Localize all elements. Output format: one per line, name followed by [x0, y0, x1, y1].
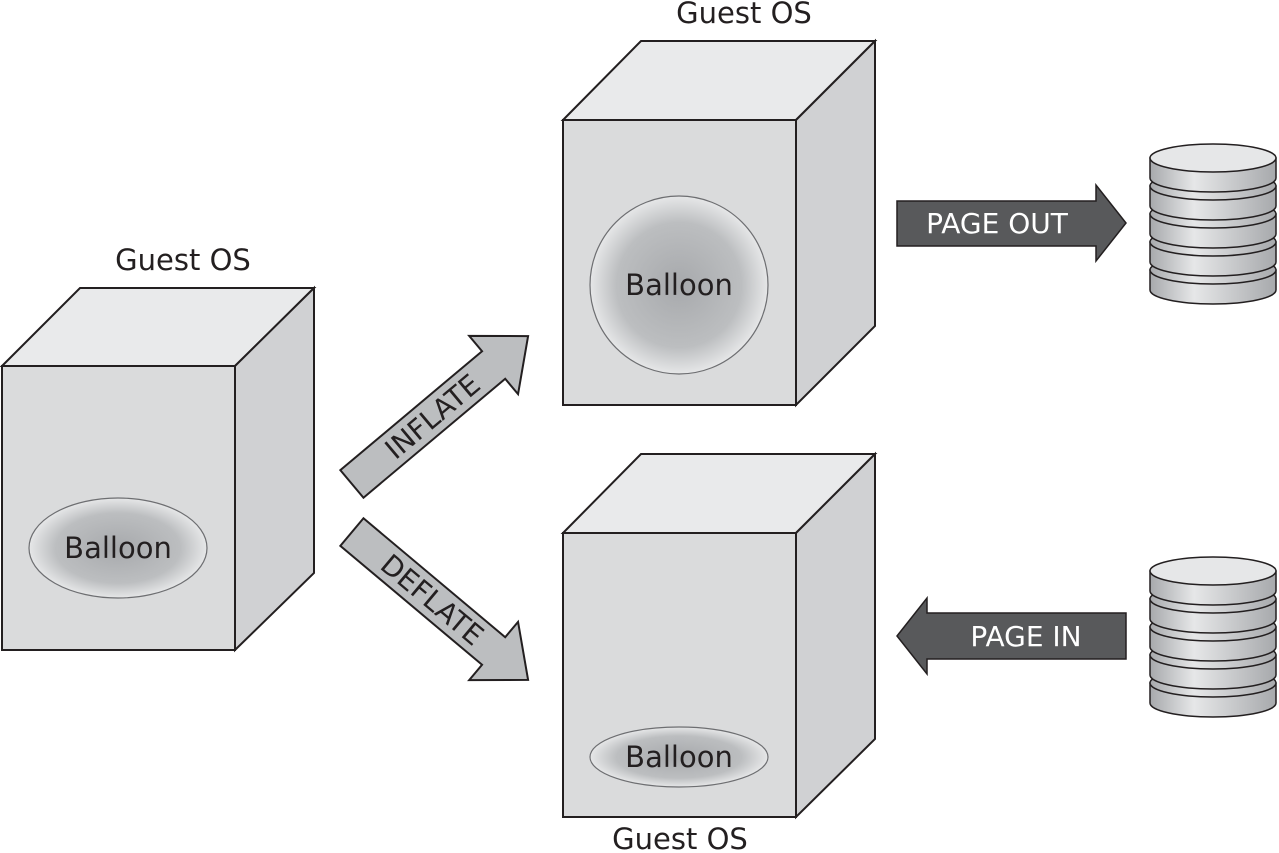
- inflate-arrow: INFLATE: [338, 334, 530, 500]
- balloon-label-left: Balloon: [64, 531, 172, 565]
- page-in-label: PAGE IN: [970, 620, 1081, 653]
- balloon-label-top: Balloon: [625, 268, 733, 302]
- deflate-arrow: DEFLATE: [338, 516, 530, 682]
- guest-os-label-left: Guest OS: [115, 243, 251, 277]
- balloon-label-bottom: Balloon: [625, 740, 733, 774]
- page-out-arrow: PAGE OUT: [896, 182, 1127, 264]
- disk-stack-top-icon: [1149, 143, 1277, 305]
- balloon-top: [589, 195, 769, 375]
- guest-os-label-bottom: Guest OS: [612, 822, 748, 853]
- disk-stack-bottom-icon: [1149, 556, 1277, 718]
- balloon-left: [28, 497, 208, 599]
- guest-os-box-bottom: Balloon Guest OS: [560, 451, 878, 853]
- balloon-bottom: [589, 726, 769, 788]
- deflate-label: DEFLATE: [374, 548, 490, 653]
- guest-os-box-top: Balloon Guest OS: [560, 0, 878, 408]
- inflate-label: INFLATE: [379, 368, 487, 466]
- guest-os-box-left: Balloon Guest OS: [0, 243, 317, 653]
- guest-os-label-top: Guest OS: [676, 0, 812, 30]
- page-out-label: PAGE OUT: [926, 207, 1069, 240]
- page-in-arrow: PAGE IN: [896, 595, 1127, 677]
